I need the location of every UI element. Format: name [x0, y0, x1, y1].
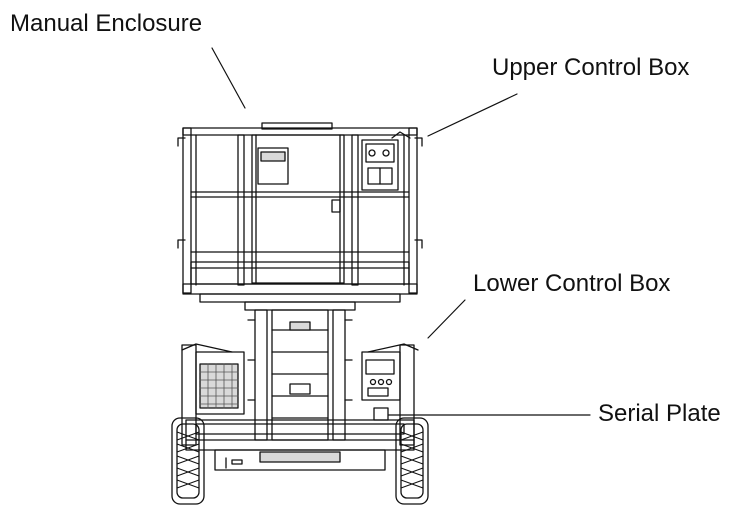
leader-upper-control-box — [427, 93, 518, 137]
upper-control-box — [361, 131, 411, 191]
left-wheel — [171, 417, 205, 505]
top-rail-cap — [261, 122, 333, 130]
leader-lines — [211, 47, 591, 416]
platform-deck — [182, 283, 418, 295]
platform — [177, 122, 423, 303]
manual-enclosure-box — [257, 147, 289, 185]
leader-manual-enclosure — [211, 47, 246, 109]
chassis — [185, 419, 415, 471]
label-upper-control-box: Upper Control Box — [492, 54, 690, 81]
kick-plate — [190, 261, 410, 285]
label-lower-control-box: Lower Control Box — [473, 270, 671, 297]
leader-lower-control-box — [427, 299, 466, 339]
scissor-stack — [244, 301, 356, 441]
right-wheel — [395, 417, 429, 505]
label-serial-plate: Serial Plate — [598, 400, 721, 427]
gate-frame — [251, 134, 345, 284]
lower-control-box — [361, 343, 419, 446]
left-side-frame — [181, 343, 245, 446]
serial-plate — [373, 407, 389, 421]
label-manual-enclosure: Manual Enclosure — [10, 10, 203, 37]
